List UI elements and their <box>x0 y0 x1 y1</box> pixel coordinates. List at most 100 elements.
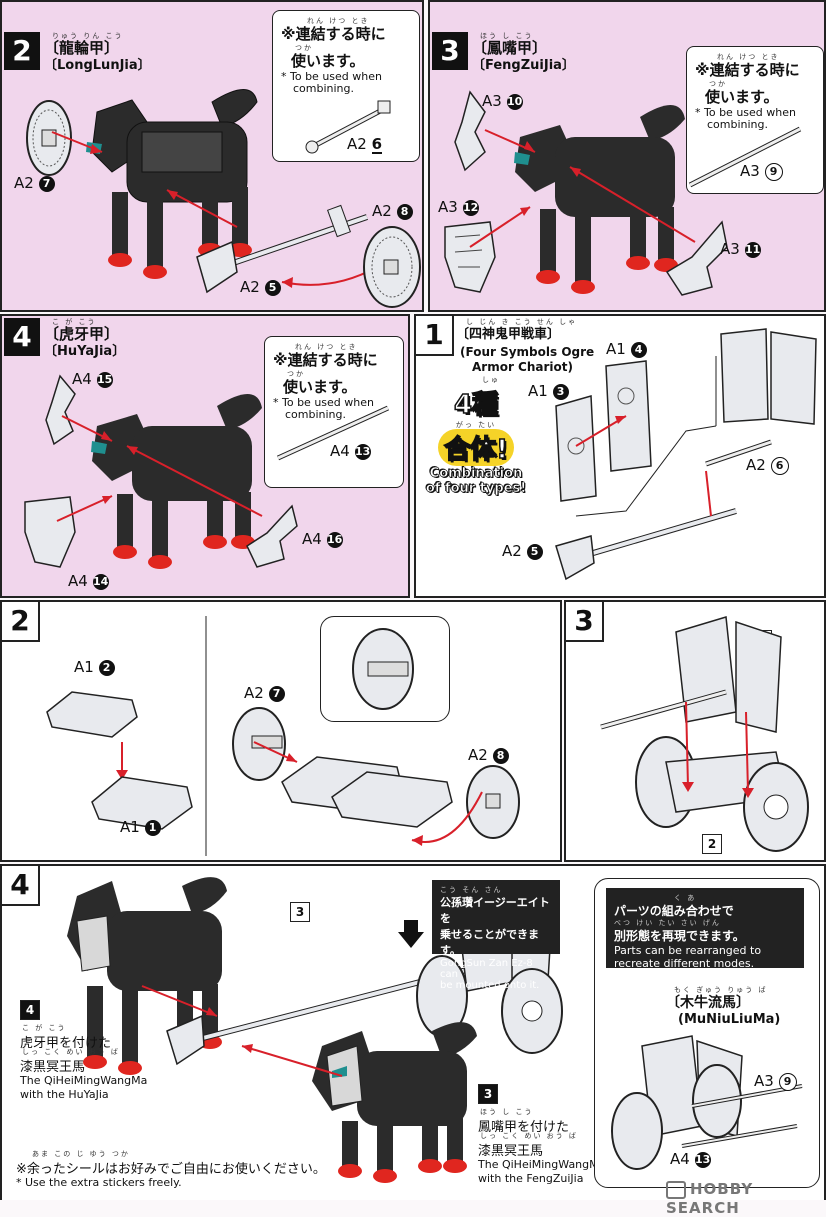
label-ruby: しっ こく めい おう ば <box>480 1132 578 1140</box>
step-title-en: 〔LongLunJia〕 <box>44 58 151 73</box>
part-number: 9 <box>778 1072 797 1091</box>
part-number: 13 <box>354 443 371 460</box>
part-code: A2 <box>244 684 264 702</box>
note-ruby: れん けつ とき <box>717 53 780 61</box>
note-en: * To be used when <box>695 106 796 119</box>
muniu-mode-illustration <box>611 1035 803 1170</box>
fengzuijia-caption-en: with the FengZuiJia <box>478 1172 584 1185</box>
part-label-a4-13: A4 13 <box>330 442 371 460</box>
part-code: A3 <box>754 1072 774 1090</box>
part-label-a2-8: A2 8 <box>372 202 413 220</box>
down-arrow-icon <box>398 920 424 948</box>
step-number: 2 <box>4 32 40 70</box>
wheel-part-icon <box>26 100 72 176</box>
rearrange-info-box: く あ パーツの組み合わせで べつ けい たい さい げん 別形態を再現できます… <box>606 888 804 970</box>
chariot-step3-panel: 3 1 2 <box>564 600 826 862</box>
combo-en: of four types! <box>425 481 527 497</box>
badge-ruby: しゅ <box>482 376 500 384</box>
part-code: A3 <box>740 162 760 180</box>
part-code: A2 <box>240 278 260 296</box>
wing-part-icon <box>246 504 298 568</box>
part-label-a2-8: A2 8 <box>468 746 509 764</box>
chariot-assembly-icon <box>600 616 809 852</box>
assembly-arrows <box>253 741 483 846</box>
part-code: A3 <box>482 92 502 110</box>
assembly-arrows <box>469 129 696 248</box>
part-code: A1 <box>120 818 140 836</box>
badge-bottom: 合体! <box>438 429 514 466</box>
step-ref-3: 3 <box>290 902 310 922</box>
part-code: A2 <box>746 456 766 474</box>
note-ruby: れん けつ とき <box>307 17 370 25</box>
mount-info-box: こう そん さん 公孫瓚イージーエイトを 乗せることができます。 GongSun… <box>432 880 560 991</box>
part-label-a1-3: A1 3 <box>528 382 569 400</box>
step-title-en: 〔FengZuiJia〕 <box>472 58 575 73</box>
label-ruby: あま この じ ゆう つか <box>32 1150 130 1158</box>
part-number: 7 <box>38 175 55 192</box>
badge-top: 4種 <box>453 389 499 421</box>
label-ruby: ほう し こう <box>480 1108 534 1116</box>
part-number: 5 <box>526 543 543 560</box>
part-code: A2 <box>14 174 34 192</box>
part-number: 5 <box>264 279 281 296</box>
part-label-a3-9: A3 9 <box>740 162 783 181</box>
note-jp: 使います。 <box>705 88 779 106</box>
base-part-icon <box>46 691 138 738</box>
step-title: 〔鳳嘴甲〕 <box>472 39 548 57</box>
rearrange-en: Parts can be rearranged to <box>614 944 762 957</box>
rearrange-jp: 別形態を再現できます。 <box>614 929 745 943</box>
label-ruby: もく ぎゅう りゅう ば <box>674 986 768 994</box>
mount-jp: 乗せることができます。 <box>440 928 539 957</box>
part-number: 3 <box>552 383 569 400</box>
part-number: 8 <box>492 747 509 764</box>
note-ruby: つか <box>709 80 727 88</box>
part-number: 12 <box>462 199 479 216</box>
assembled-panel-part-icon <box>720 328 817 425</box>
part-number: 9 <box>764 162 783 181</box>
step-number: 3 <box>566 602 604 642</box>
step-title-en: (Four Symbols Ogre <box>460 345 595 359</box>
assembly-arrow <box>116 742 128 780</box>
rod-part-icon <box>276 405 390 461</box>
part-number: 6 <box>770 456 789 475</box>
fengzuijia-caption-en: The QiHeiMingWangMa <box>478 1158 606 1171</box>
muniu-title: 〔木牛流馬〕 <box>666 995 750 1011</box>
divider-line <box>205 616 207 856</box>
base-assembly-icon <box>281 756 453 828</box>
part-number: 7 <box>268 685 285 702</box>
part-number: 2 <box>98 659 115 676</box>
badge-ruby: がっ たい <box>455 421 497 429</box>
step-title: 〔龍輪甲〕 <box>44 39 120 57</box>
title-ruby: こ が こう <box>52 318 97 326</box>
step2-longlunjia-panel: 2 りゅう りん こう 〔龍輪甲〕 〔LongLunJia〕 れん けつ とき … <box>0 0 424 312</box>
horse-illustration <box>91 393 262 569</box>
note-en: combining. <box>285 408 347 421</box>
part-number: 16 <box>326 531 343 548</box>
huyajia-caption-jp: 虎牙甲を付けた <box>20 1036 112 1051</box>
title-ruby: し じん き こう せん しゃ <box>466 318 578 326</box>
huyajia-caption-en: The QiHeiMingWangMa <box>20 1074 148 1087</box>
step4-huyajia-panel: 4 こ が こう 〔虎牙甲〕 〔HuYaJia〕 れん けつ とき ※連結する時… <box>0 314 410 598</box>
fengzuijia-caption-jp: 鳳嘴甲を付けた <box>478 1120 570 1135</box>
label-ruby: べつ けい たい さい げん <box>614 919 721 927</box>
part-number: 4 <box>630 341 647 358</box>
part-code: A2 <box>372 202 392 220</box>
part-label-a4-16: A4 16 <box>302 530 343 548</box>
part-label-a3-11: A3 11 <box>720 240 761 258</box>
note-en: * To be used when <box>281 70 382 83</box>
part-label-a2-6: A2 6 <box>347 135 383 154</box>
note-jp: ※連結する時に <box>695 61 800 79</box>
axle-wheel-part-icon <box>363 226 421 308</box>
part-number: 15 <box>96 371 113 388</box>
part-label-a1-4: A1 4 <box>606 340 647 358</box>
part-code: A1 <box>606 340 626 358</box>
note-jp: 使います。 <box>283 378 357 396</box>
fengzuijia-caption-jp: 漆黒冥王馬 <box>478 1144 544 1159</box>
weapon-part-icon <box>555 470 737 581</box>
part-number: 10 <box>506 93 523 110</box>
part-code: A4 <box>670 1150 690 1168</box>
step-title-en: 〔HuYaJia〕 <box>44 344 126 359</box>
final-step4-panel: 4 4 こ が こう 虎牙甲を付けた しっ こく めい おう ば 漆黒冥王馬 T… <box>0 864 826 1217</box>
part-code: A1 <box>74 658 94 676</box>
mount-en: be mounted onto it. <box>440 980 540 991</box>
